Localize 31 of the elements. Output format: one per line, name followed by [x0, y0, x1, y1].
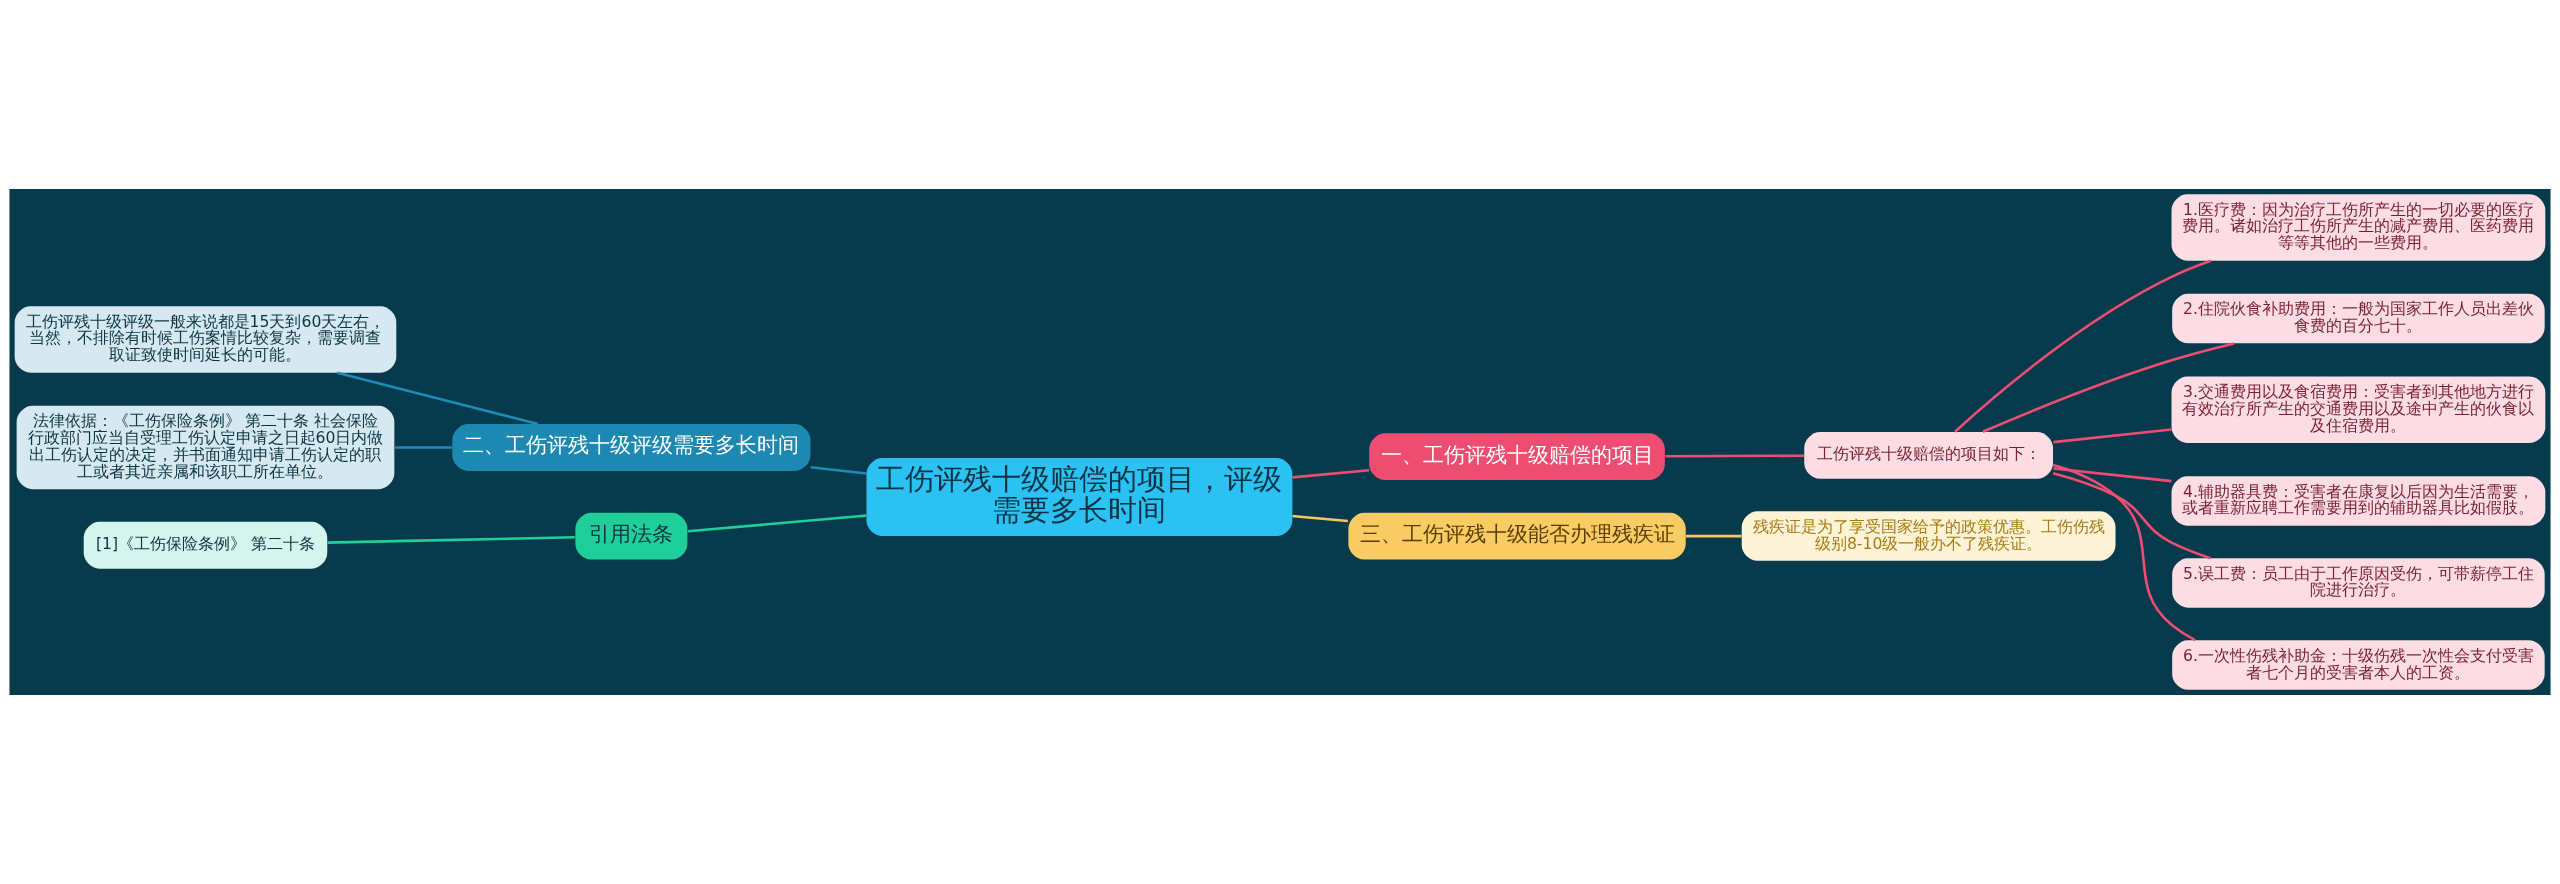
node-box: 工伤评残十级赔偿的项目如下： — [1804, 431, 2053, 479]
connector — [1292, 468, 1370, 479]
node-box: 残疾证是为了享受国家给予的政策优惠。工伤伤残级别8-10级一般办不了残疾证。 — [1741, 511, 2116, 561]
connector — [327, 536, 575, 544]
node-box: 三、工伤评残十级能否办理残疾证 — [1348, 512, 1686, 560]
node-box: 法律依据：《工伤保险条例》 第二十条 社会保险行政部门应当自受理工伤认定申请之日起60日内做出工伤认定的决定，并书面通知申请工伤认定的职工或者其近亲属和该职工所在单位。 — [16, 405, 395, 490]
node-box: 二、工伤评残十级评级需要多长时间 — [452, 424, 811, 471]
node-box: 6.一次性伤残补助金：十级伤残一次性会支付受害者七个月的受害者本人的工资。 — [2172, 640, 2545, 690]
connector — [1685, 534, 1742, 538]
node-box: 4.辅助器具费：受害者在康复以后因为生活需要，或者重新应聘工作需要用到的辅助器具比如假肢。 — [2171, 476, 2546, 526]
connector — [2052, 463, 2196, 642]
connector — [394, 446, 452, 449]
node-box: 1.医疗费：因为治疗工伤所产生的一切必要的医疗费用。诸如治疗工伤所产生的减产费用、医药费用等等其他的一些费用。 — [2171, 194, 2546, 261]
connector — [2053, 428, 2172, 444]
node-box: 一、工伤评残十级赔偿的项目 — [1369, 433, 1665, 481]
connector — [2053, 467, 2172, 483]
connector — [336, 371, 539, 426]
node-box: 3.交通费用以及食宿费用：受害者到其他地方进行有效治疗所产生的交通费用以及途中产生的伙食以及住宿费用。 — [2171, 376, 2546, 443]
connector — [1292, 514, 1348, 523]
node-box: 工伤评残十级赔偿的项目，评级需要多长时间 — [866, 457, 1293, 537]
connector — [1665, 454, 1805, 458]
connector — [1954, 259, 2212, 433]
node-box: 2.住院伙食补助费用：一般为国家工作人员出差伙食费的百分七十。 — [2172, 293, 2545, 344]
connector — [687, 514, 867, 533]
connector — [1982, 342, 2235, 433]
connector — [810, 466, 867, 475]
connector — [2052, 472, 2211, 560]
node-box: [1]《工伤保险条例》 第二十条 — [83, 521, 328, 569]
node-box: 引用法条 — [575, 512, 688, 560]
node-box: 工伤评残十级评级一般来说都是15天到60天左右，当然，不排除有时候工伤案情比较复杂，需要调查取证致使时间延长的可能。 — [14, 306, 397, 373]
node-box: 5.误工费：员工由于工作原因受伤，可带薪停工住院进行治疗。 — [2172, 558, 2545, 608]
